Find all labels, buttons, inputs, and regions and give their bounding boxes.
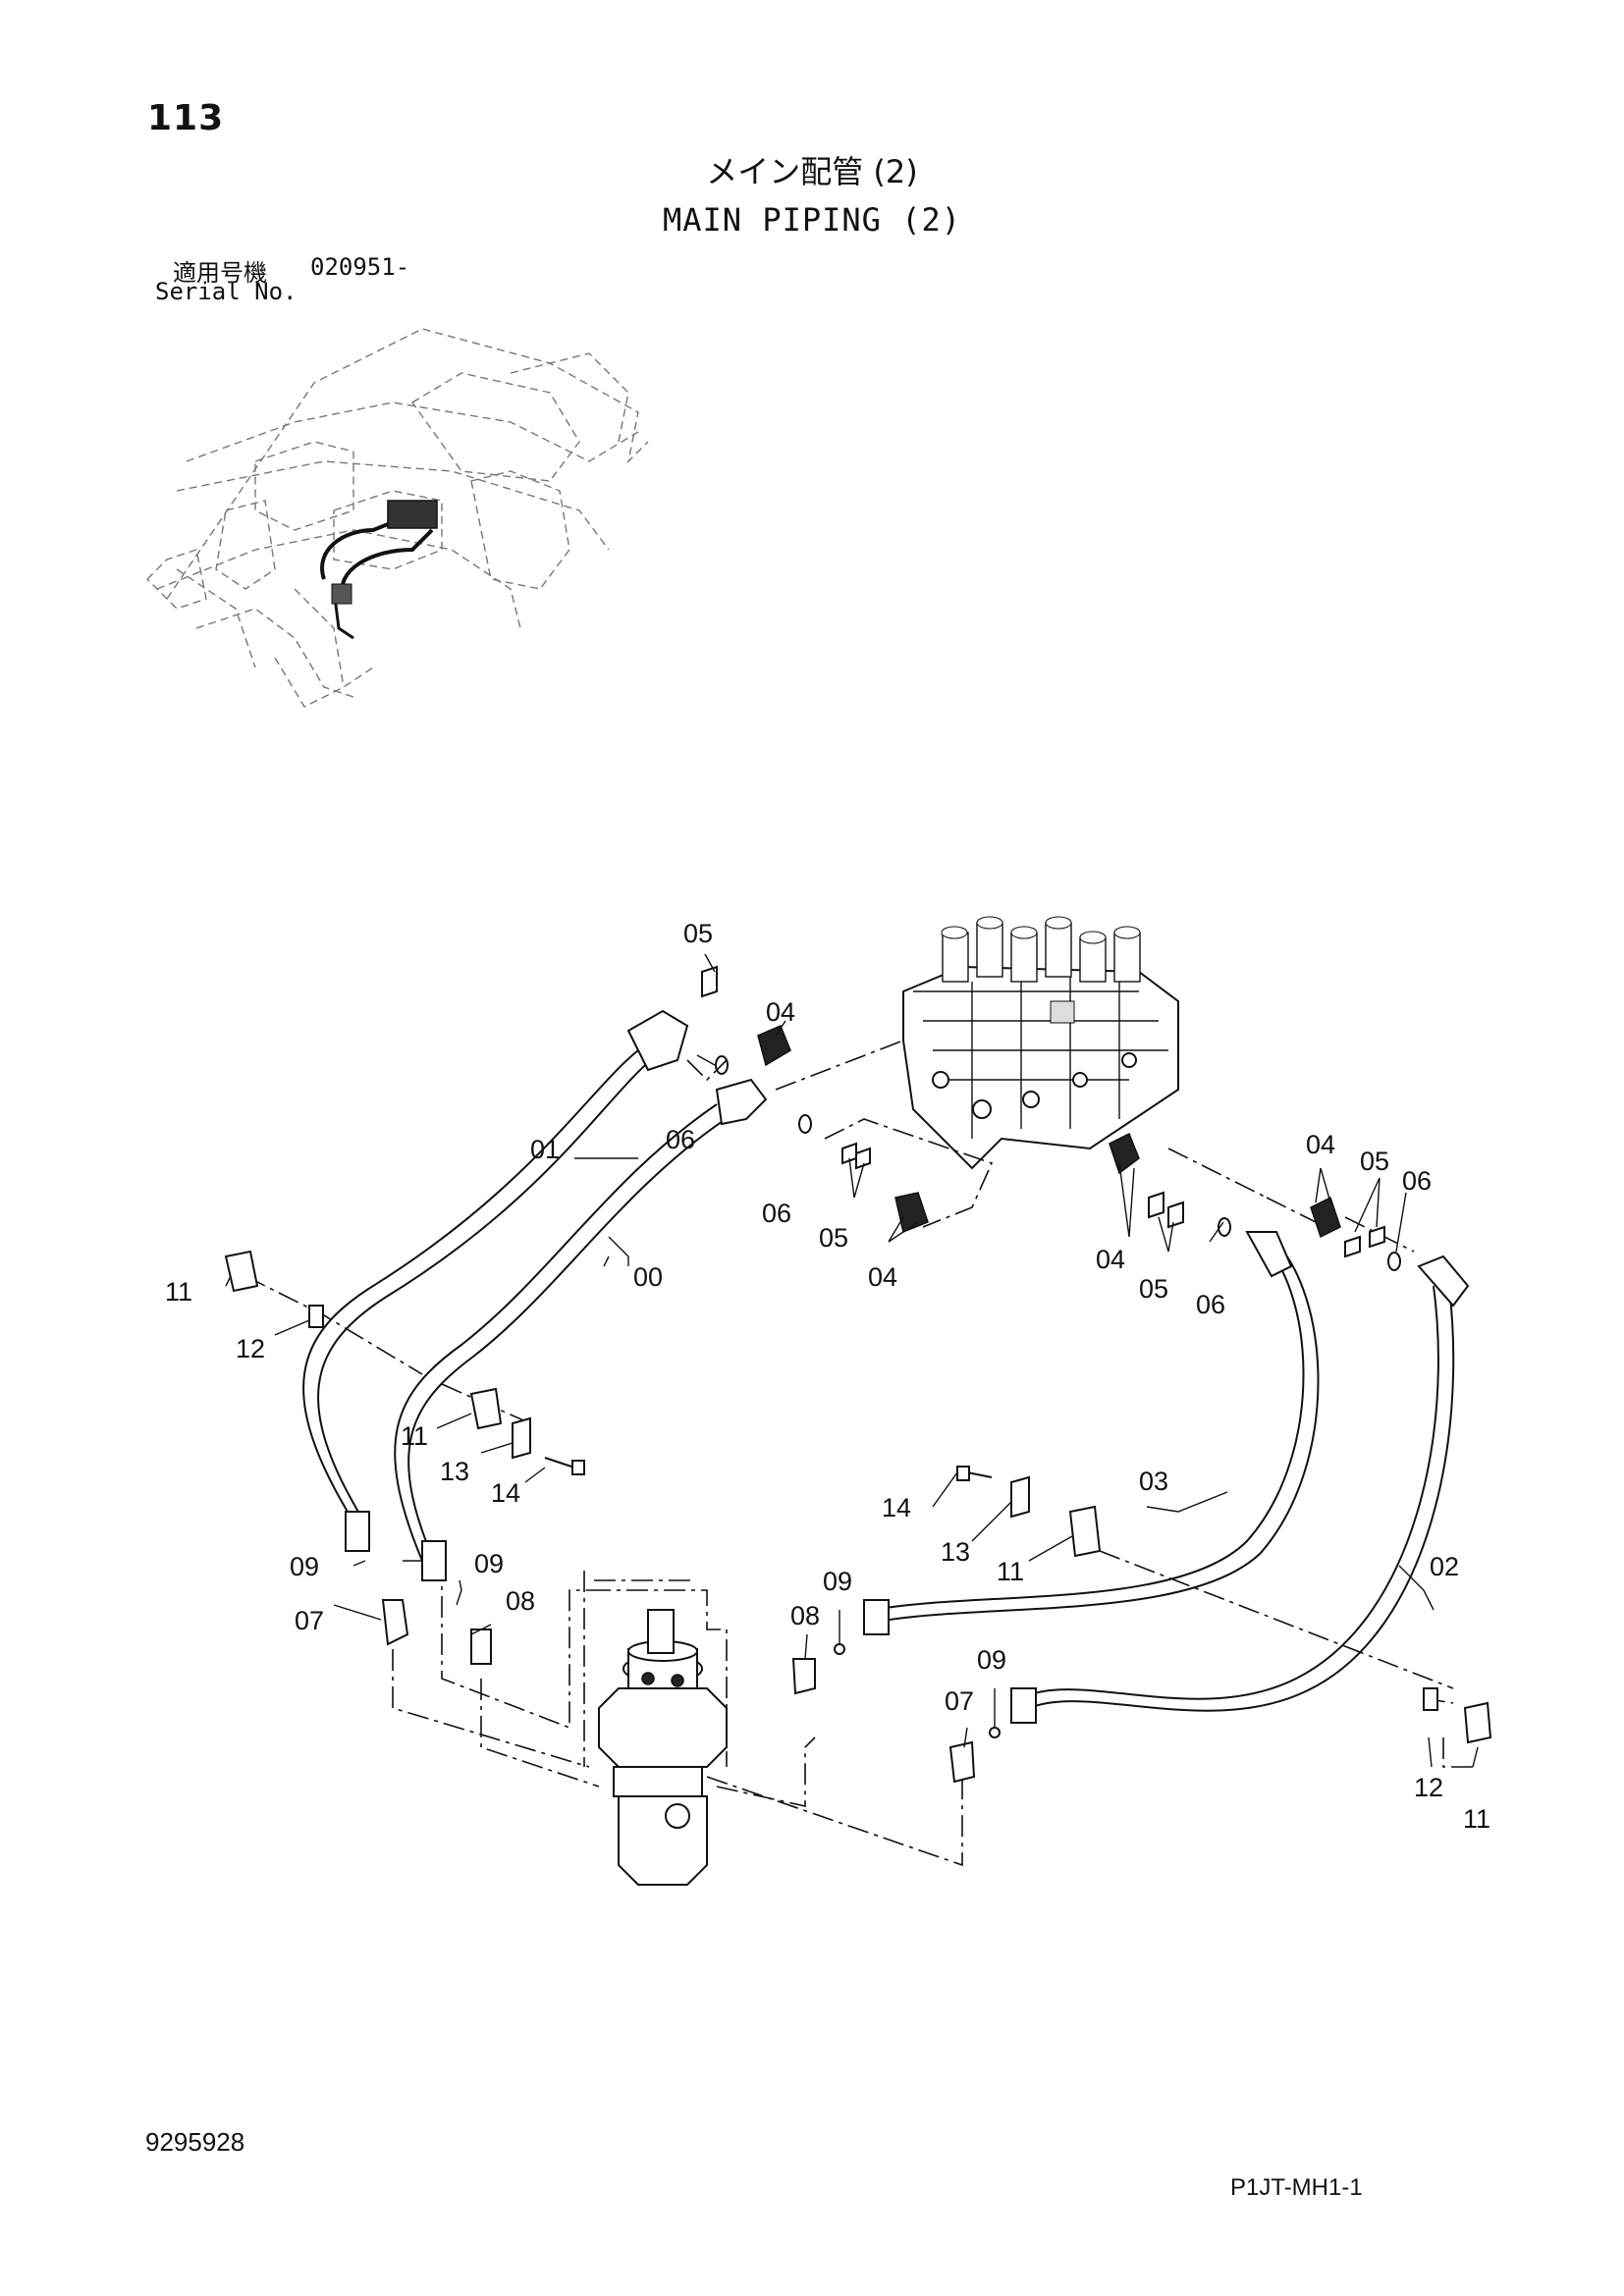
callout-04-center: 04 (1096, 1245, 1125, 1274)
callout-03: 03 (1139, 1467, 1168, 1496)
sheet-code: P1JT-MH1-1 (1230, 2174, 1363, 2201)
callout-07-left: 07 (295, 1606, 324, 1635)
callout-01: 01 (530, 1135, 560, 1164)
callout-13-left: 13 (440, 1457, 469, 1486)
title-english: MAIN PIPING (2) (663, 201, 961, 239)
callout-14-right: 14 (882, 1493, 911, 1522)
callout-11-far-right: 11 (1463, 1804, 1490, 1834)
callout-08-left: 08 (506, 1586, 535, 1616)
callout-04-right: 04 (1306, 1130, 1335, 1159)
callout-00: 00 (633, 1262, 663, 1292)
swivel-joint (598, 1609, 728, 1886)
callout-12-left: 12 (236, 1334, 265, 1363)
callout-14-left: 14 (491, 1478, 520, 1508)
hoses (302, 1009, 1470, 1724)
callout-labels: 05 04 01 06 00 06 05 04 04 05 06 04 05 0… (165, 919, 1490, 1834)
callout-09-mid: 09 (474, 1549, 504, 1578)
callout-06-center: 06 (1196, 1290, 1225, 1319)
callout-11-mid: 11 (401, 1421, 428, 1451)
callout-05-top: 05 (683, 919, 713, 948)
callout-05-center: 05 (1139, 1274, 1168, 1304)
small-parts (224, 965, 1492, 1784)
leader-lines (225, 953, 1479, 1768)
callout-05-right: 05 (1360, 1147, 1389, 1176)
callout-13-right: 13 (941, 1537, 970, 1567)
control-valve-assembly (902, 916, 1179, 1170)
callout-02: 02 (1430, 1552, 1459, 1581)
serial-label-english: Serial No. (155, 278, 298, 305)
title-japanese: メイン配管 (2) (706, 153, 918, 190)
callout-05-mid: 05 (819, 1223, 848, 1253)
machine-location-overview (146, 328, 649, 708)
callout-12-right: 12 (1414, 1773, 1443, 1802)
callout-09-right: 09 (823, 1567, 852, 1596)
callout-06-right: 06 (1402, 1166, 1432, 1196)
callout-07-right: 07 (945, 1686, 974, 1716)
callout-09-lower: 09 (977, 1645, 1006, 1675)
serial-label-japanese: 適用号機 (173, 259, 267, 287)
callout-08-right: 08 (790, 1601, 820, 1630)
callout-11-left: 11 (165, 1277, 192, 1307)
serial-number-value: 020951- (310, 253, 410, 281)
document-number: 9295928 (145, 2127, 245, 2157)
callout-04-mid: 04 (868, 1262, 897, 1292)
callout-04-top: 04 (766, 997, 795, 1027)
page-number: 113 (147, 98, 225, 138)
callout-11-right: 11 (997, 1557, 1024, 1586)
callout-06-top: 06 (666, 1125, 695, 1154)
callout-09-left: 09 (290, 1552, 319, 1581)
callout-06-mid: 06 (762, 1199, 791, 1228)
